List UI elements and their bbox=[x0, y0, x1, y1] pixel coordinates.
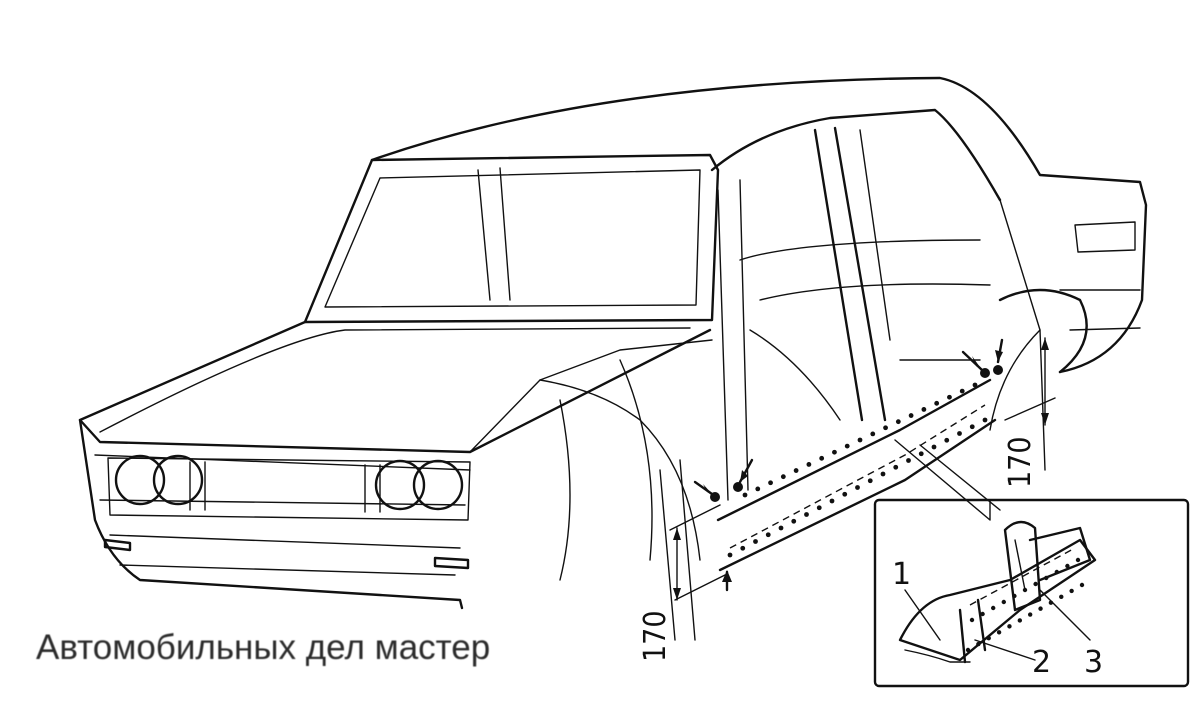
weld-spot bbox=[855, 485, 860, 490]
weld-spot bbox=[1044, 575, 1049, 581]
weld-spot bbox=[1059, 594, 1064, 600]
weld-point-markers bbox=[693, 338, 1004, 592]
weld-spot bbox=[768, 480, 773, 486]
weld-spot bbox=[806, 462, 812, 467]
weld-spot bbox=[944, 437, 950, 443]
dimension-front-label: 170 bbox=[638, 610, 673, 662]
weld-spot bbox=[742, 492, 748, 498]
weld-spots bbox=[727, 382, 988, 558]
weld-spot bbox=[867, 478, 873, 484]
callout-1-label: 1 bbox=[892, 557, 911, 592]
weld-spot bbox=[883, 425, 888, 431]
weld-spot bbox=[947, 394, 952, 400]
weld-spot bbox=[1017, 618, 1023, 623]
weld-spot bbox=[908, 413, 914, 418]
weld-spot bbox=[842, 491, 848, 497]
weld-spot bbox=[934, 400, 940, 406]
weld-spot bbox=[780, 474, 786, 480]
weld-spot bbox=[1001, 599, 1006, 605]
weld-spot bbox=[957, 431, 962, 436]
weld-spot bbox=[991, 605, 996, 611]
weld-spot bbox=[965, 647, 971, 653]
weld-spot bbox=[1079, 582, 1085, 588]
weld-spot bbox=[1069, 588, 1074, 594]
weld-spot bbox=[870, 431, 876, 437]
callout-2-label: 2 bbox=[1032, 645, 1051, 680]
weld-spot bbox=[972, 382, 978, 388]
weld-spot bbox=[832, 449, 837, 455]
weld-spot bbox=[844, 443, 850, 449]
callout-3-label: 3 bbox=[1084, 645, 1103, 680]
weld-spot bbox=[727, 552, 733, 558]
weld-spot bbox=[753, 539, 758, 544]
weld-spot bbox=[976, 641, 981, 647]
weld-spot bbox=[1038, 606, 1043, 611]
weld-spot bbox=[918, 451, 924, 457]
weld-spot bbox=[1027, 612, 1033, 617]
weld-spot bbox=[740, 545, 746, 551]
weld-spot bbox=[1065, 563, 1070, 569]
weld-spot bbox=[857, 437, 863, 443]
weld-spot bbox=[1022, 587, 1028, 593]
weld-spot bbox=[1007, 624, 1012, 629]
weld-spot bbox=[1012, 593, 1017, 599]
weld-spot bbox=[921, 407, 927, 412]
weld-spot bbox=[791, 518, 797, 524]
weld-spot bbox=[893, 464, 899, 470]
weld-spot bbox=[816, 505, 822, 511]
weld-spot bbox=[1075, 557, 1081, 563]
weld-spot bbox=[1048, 600, 1054, 605]
weld-spot bbox=[959, 388, 965, 394]
weld-spot bbox=[986, 635, 991, 641]
weld-spot bbox=[819, 455, 825, 461]
weld-spot bbox=[1033, 581, 1038, 587]
weld-spot bbox=[969, 617, 975, 623]
weld-spot bbox=[880, 471, 886, 477]
weld-spot bbox=[829, 498, 835, 504]
weld-spot bbox=[778, 525, 784, 531]
weld-spot bbox=[793, 468, 799, 473]
weld-spot bbox=[895, 419, 901, 425]
weld-spot bbox=[996, 630, 1002, 635]
weld-spot bbox=[969, 424, 975, 430]
body-outline bbox=[78, 76, 1148, 641]
weld-spot bbox=[1054, 569, 1060, 575]
dimension-rear-label: 170 bbox=[1003, 436, 1038, 488]
weld-spot bbox=[931, 444, 937, 450]
weld-spot bbox=[980, 611, 985, 617]
detail-inset bbox=[873, 498, 1190, 688]
weld-spot bbox=[765, 532, 771, 538]
weld-spot bbox=[804, 512, 809, 517]
watermark-caption: Автомобильных дел мастер bbox=[36, 628, 491, 667]
weld-spot bbox=[982, 417, 988, 423]
weld-spot bbox=[755, 486, 761, 492]
weld-spot bbox=[906, 458, 911, 463]
detail-weld-spots bbox=[965, 557, 1085, 653]
headlights bbox=[114, 454, 464, 513]
dimension-arrows bbox=[673, 337, 1049, 601]
